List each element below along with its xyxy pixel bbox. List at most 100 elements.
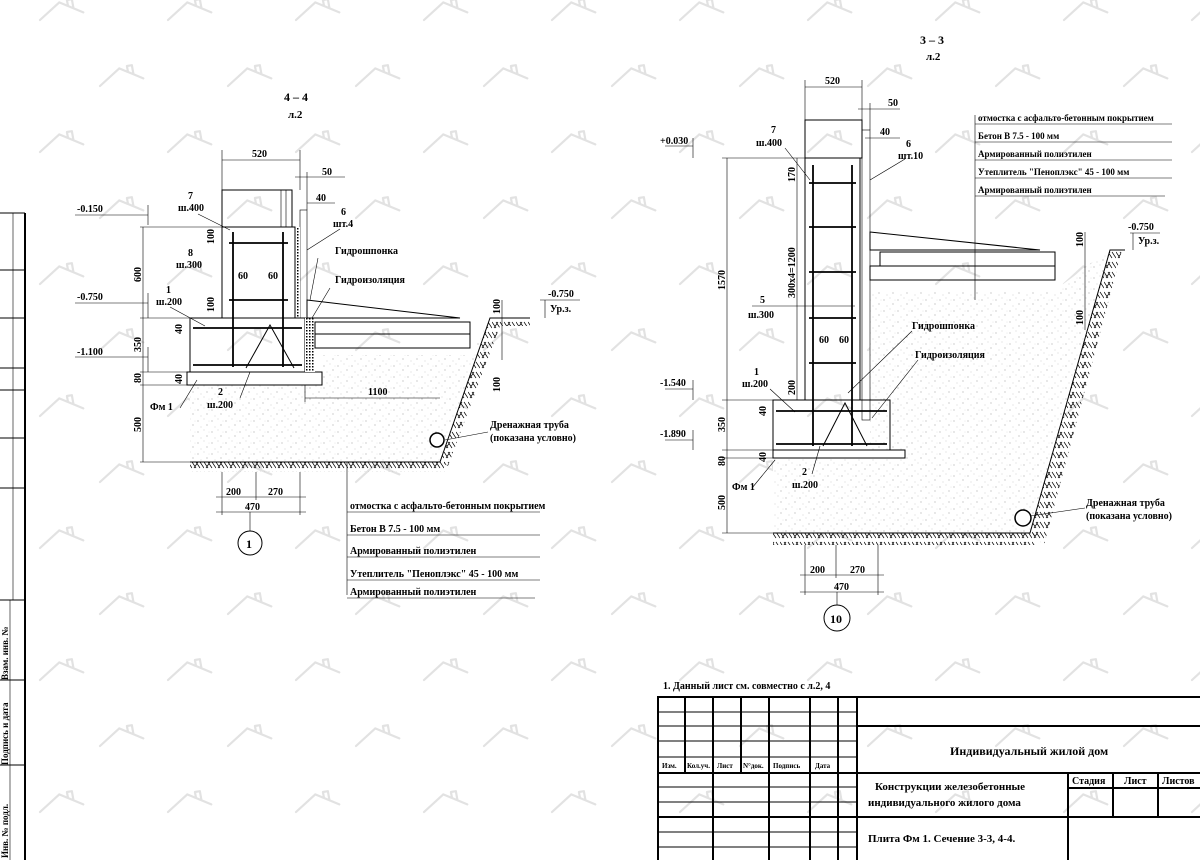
layer-item: Армированный полиэтилен <box>350 587 477 598</box>
watermark-logo <box>738 328 785 352</box>
dim-label: 40 <box>174 374 185 384</box>
layer-item: отмостка с асфальто-бетонным покрытием <box>978 113 1154 123</box>
brick-wall <box>804 119 863 159</box>
dim-label: 350 <box>133 337 144 352</box>
layer-item: отмостка с асфальто-бетонным покрытием <box>350 501 546 512</box>
watermark-logo <box>866 64 913 88</box>
level-mark: -1.540 <box>660 378 686 389</box>
callout: Гидроизоляция <box>915 350 985 361</box>
dim-label: 60 <box>268 271 278 282</box>
watermark-logo <box>678 394 725 418</box>
watermark-logo <box>98 592 145 616</box>
sheet-title: Плита Фм 1. Сечение 3-3, 4-4. <box>868 833 1015 845</box>
mark: 6 <box>341 207 346 218</box>
watermark-logo <box>806 0 853 22</box>
watermark-logo <box>550 262 597 286</box>
blind-area <box>306 299 461 319</box>
blind-area <box>869 231 1041 251</box>
watermark-logo <box>422 790 469 814</box>
sheet-label: Лист <box>1124 776 1147 787</box>
watermark-logo <box>678 790 725 814</box>
callout: Гидрошпонка <box>335 246 398 257</box>
watermark-logo <box>38 262 85 286</box>
excavation-line <box>190 317 530 463</box>
watermark-logo <box>994 196 1041 220</box>
mark: ш.300 <box>176 260 202 271</box>
mark: Фм 1 <box>150 402 173 413</box>
watermark-logo <box>166 0 213 22</box>
watermark-logo <box>1190 0 1200 22</box>
watermark-logo <box>1190 526 1200 550</box>
mark: ш.200 <box>156 297 182 308</box>
layer-item: Бетон В 7.5 - 100 мм <box>350 524 440 535</box>
sheet-ref: л.2 <box>926 51 941 63</box>
excavation-line <box>773 249 1125 534</box>
header-cell: Кол.уч. <box>687 762 710 770</box>
axis-label: 10 <box>830 612 842 626</box>
watermark-logo <box>226 592 273 616</box>
watermark-logo <box>610 724 657 748</box>
mark: 1 <box>166 285 171 296</box>
watermark-logo <box>166 130 213 154</box>
header-cell: Подпись <box>773 762 800 770</box>
watermark-logo <box>166 658 213 682</box>
mark: 7 <box>188 191 193 202</box>
insulation <box>861 129 871 421</box>
dim-label: 50 <box>888 98 898 109</box>
watermark-logo <box>610 328 657 352</box>
watermark-logo <box>738 724 785 748</box>
watermark-logo <box>994 592 1041 616</box>
watermark-logo <box>226 328 273 352</box>
level-mark: +0.030 <box>660 136 688 147</box>
dim-label: 350 <box>717 417 728 432</box>
watermark-logo <box>738 64 785 88</box>
dim-label: 170 <box>787 167 798 182</box>
dim-label: 100 <box>492 299 503 314</box>
watermark-logo <box>166 262 213 286</box>
dim-label: 100 <box>1075 232 1086 247</box>
prep-layer <box>772 449 906 459</box>
watermark-logo <box>354 592 401 616</box>
dim-label: 40 <box>316 193 326 204</box>
watermark-logo <box>354 724 401 748</box>
level-mark: -0.150 <box>77 204 103 215</box>
watermark-logo <box>1122 328 1169 352</box>
dim-label: 1570 <box>717 270 728 290</box>
level-mark: -0.750 <box>1128 222 1154 233</box>
margin-label: Подпись и дата <box>0 702 10 765</box>
dim-label: 40 <box>758 452 769 462</box>
watermark-logo <box>38 790 85 814</box>
axis-marker <box>237 530 263 556</box>
level-mark: Ур.з. <box>1138 236 1160 247</box>
margin-strip: Взам. инв. № Подпись и дата Инв. № подл. <box>0 212 26 860</box>
mark: шт.4 <box>333 219 353 230</box>
watermark-logo <box>610 592 657 616</box>
margin-label: Инв. № подл. <box>0 804 10 858</box>
dim-label: 520 <box>252 149 267 160</box>
layer-item: Утеплитель "Пеноплэкс" 45 - 100 мм <box>350 569 518 580</box>
watermark-logo <box>294 130 341 154</box>
watermark-logo <box>806 130 853 154</box>
watermark-logo <box>866 196 913 220</box>
mark: ш.400 <box>756 138 782 149</box>
layer-item: Бетон В 7.5 - 100 мм <box>978 131 1059 141</box>
watermark-logo <box>354 64 401 88</box>
callout: Дренажная труба <box>490 420 569 431</box>
margin-label: Взам. инв. № <box>0 626 10 680</box>
watermark-logo <box>98 196 145 220</box>
mark: ш.300 <box>748 310 774 321</box>
watermark-logo <box>610 460 657 484</box>
mark: ш.200 <box>742 379 768 390</box>
callout: Гидроизоляция <box>335 275 405 286</box>
watermark-logo <box>678 0 725 22</box>
watermark-logo <box>550 658 597 682</box>
watermark-logo <box>166 790 213 814</box>
foundation-slab <box>189 317 306 373</box>
brick-wall <box>221 189 293 228</box>
dim-label: 270 <box>850 565 865 576</box>
dim-label: 520 <box>825 76 840 87</box>
watermark-logo <box>98 460 145 484</box>
sheets-label: Листов <box>1162 776 1195 787</box>
watermark-logo <box>550 394 597 418</box>
watermark-logo <box>482 592 529 616</box>
